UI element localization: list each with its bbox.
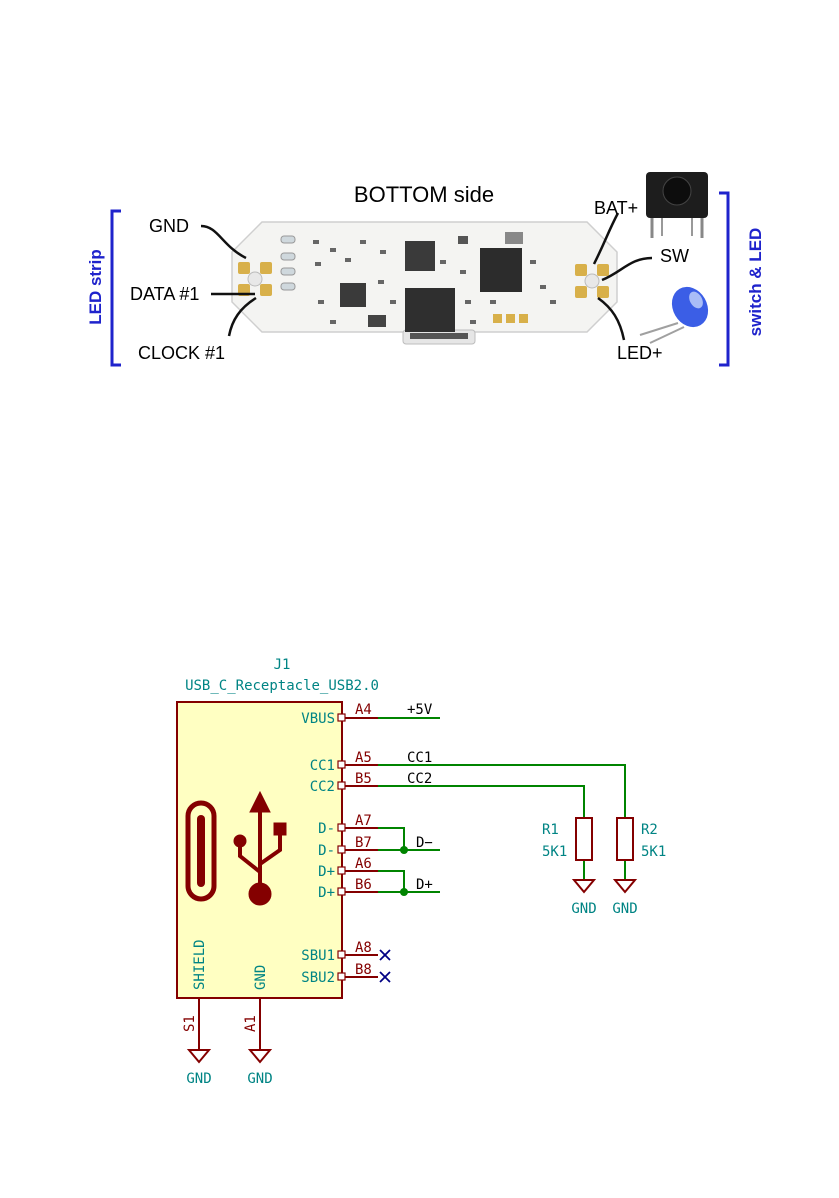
r2-ref: R2 (641, 822, 658, 838)
r1-ref: R1 (542, 822, 559, 838)
pin-name-dplus-a: D+ (318, 864, 335, 880)
pin-name-dplus-b: D+ (318, 885, 335, 901)
gnd-label: GND (186, 1071, 211, 1087)
gnd-label: GND (612, 901, 637, 917)
r2-value: 5K1 (641, 844, 666, 860)
net-label-vbus: +5V (407, 702, 433, 718)
resistor-r2 (617, 818, 633, 860)
gnd-label: GND (247, 1071, 272, 1087)
pin-number: A7 (355, 813, 372, 829)
pin-name-dminus-a: D- (318, 821, 335, 837)
chip (340, 283, 366, 307)
connector-ref: J1 (274, 657, 291, 673)
pin-name-sbu1: SBU1 (301, 948, 335, 964)
wires (378, 718, 625, 892)
usb-schematic: J1 USB_C_Receptacle_USB2.0 (177, 657, 666, 1087)
pin-number: A8 (355, 940, 372, 956)
pin-label-data1: DATA #1 (130, 284, 199, 304)
pin-name-gnd: GND (253, 965, 269, 990)
net-label-cc2: CC2 (407, 771, 432, 787)
pin-name-dminus-b: D- (318, 843, 335, 859)
pin-number: B6 (355, 877, 372, 893)
junction-dot (400, 888, 408, 896)
pin-number: A6 (355, 856, 372, 872)
board-title: BOTTOM side (354, 182, 494, 207)
left-bracket-label: LED strip (86, 249, 105, 325)
board-diagram: BOTTOM side LED strip switch & LED (86, 172, 765, 365)
connector-value: USB_C_Receptacle_USB2.0 (185, 678, 379, 694)
r1-value: 5K1 (542, 844, 567, 860)
pin-name-shield: SHIELD (192, 939, 208, 990)
chip (405, 288, 455, 332)
net-label-cc1: CC1 (407, 750, 432, 766)
pin-number: A5 (355, 750, 372, 766)
pushbutton-image (646, 172, 708, 238)
pin-number-a1: A1 (243, 1015, 259, 1032)
pin-name-vbus: VBUS (301, 711, 335, 727)
gnd-label: GND (571, 901, 596, 917)
pin-label-clock1: CLOCK #1 (138, 343, 225, 363)
net-label-dplus: D+ (416, 877, 433, 893)
chip (480, 248, 522, 292)
right-bracket (719, 193, 728, 365)
pin-label-sw: SW (660, 246, 689, 266)
pcb-board (232, 222, 617, 344)
no-connect-icon (380, 950, 390, 982)
chip (405, 241, 435, 271)
pin-name-cc2: CC2 (310, 779, 335, 795)
pin-number: B5 (355, 771, 372, 787)
pin-label-led: LED+ (617, 343, 663, 363)
pin-label-bat: BAT+ (594, 198, 638, 218)
pin-name-cc1: CC1 (310, 758, 335, 774)
left-bracket (112, 211, 121, 365)
pin-number: B8 (355, 962, 372, 978)
pin-label-gnd: GND (149, 216, 189, 236)
pin-number-s1: S1 (182, 1015, 198, 1032)
net-label-dminus: D− (416, 835, 433, 851)
pin-name-sbu2: SBU2 (301, 970, 335, 986)
pin-number: A4 (355, 702, 372, 718)
pin-number: B7 (355, 835, 372, 851)
resistor-r1 (576, 818, 592, 860)
right-bracket-label: switch & LED (746, 228, 765, 337)
led-image (640, 280, 715, 343)
junction-dot (400, 846, 408, 854)
